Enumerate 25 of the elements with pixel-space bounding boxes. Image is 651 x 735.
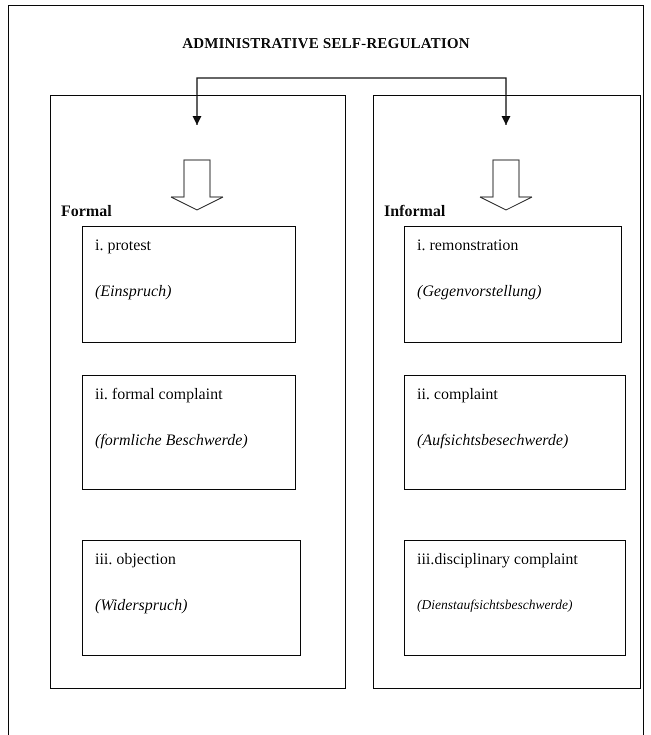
- term-text: iii.disciplinary complaint: [417, 551, 579, 569]
- term-text: ii. formal complaint: [95, 386, 224, 404]
- term-text: i. remonstration: [417, 237, 520, 255]
- translation-text: (formliche Beschwerde): [95, 432, 249, 450]
- process-box: [82, 226, 296, 343]
- term-text: i. protest: [95, 237, 152, 255]
- term-text: ii. complaint: [417, 386, 499, 404]
- group-panel: [373, 95, 641, 689]
- term-text: iii. objection: [95, 551, 177, 569]
- panel-heading: Informal: [384, 203, 446, 221]
- translation-text: (Gegenvorstellung): [417, 283, 542, 301]
- panel-heading: Formal: [61, 203, 112, 221]
- translation-text: (Widerspruch): [95, 597, 188, 615]
- process-box: [404, 375, 626, 490]
- process-box: [404, 540, 626, 656]
- translation-text: (Dienstaufsichtsbeschwerde): [417, 597, 574, 613]
- translation-text: (Aufsichtsbesechwerde): [417, 432, 570, 450]
- process-box: [82, 540, 301, 656]
- group-panel: [50, 95, 346, 689]
- translation-text: (Einspruch): [95, 283, 172, 301]
- process-box: [82, 375, 296, 490]
- connector-arrow: [192, 77, 326, 125]
- heading-label: ADMINISTRATIVE SELF-REGULATION: [182, 36, 470, 53]
- connector-arrow: [326, 77, 510, 125]
- process-box: [404, 226, 622, 343]
